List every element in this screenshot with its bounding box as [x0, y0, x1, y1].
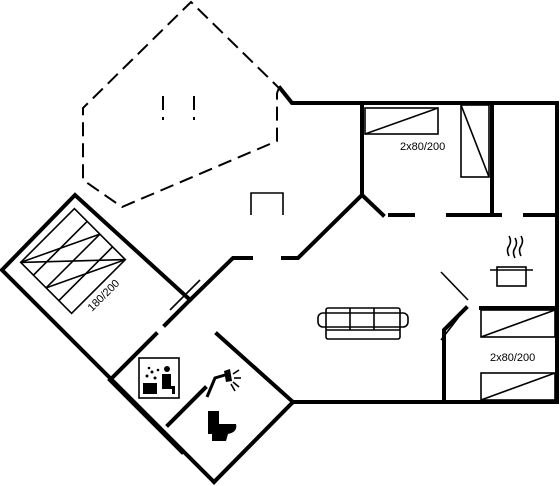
- cooking-pot-icon: [490, 235, 533, 287]
- sauna-icon: [138, 357, 180, 399]
- bed-icon: [19, 207, 127, 315]
- shower-icon: [205, 369, 241, 398]
- exterior-walls: [0, 85, 559, 485]
- interior-walls: [107, 103, 559, 455]
- terrace-outline: [82, 0, 281, 209]
- bed-label-left: 180/200: [86, 278, 123, 315]
- bed-icon: [480, 309, 556, 338]
- bed-icon: [364, 107, 439, 135]
- bed-icon: [460, 104, 490, 178]
- fireplace: [250, 192, 284, 215]
- bed-label-lower-right: 2x80/200: [490, 352, 535, 364]
- kitchen-lines: [440, 271, 469, 341]
- sofa-icon: [317, 307, 409, 340]
- toilet-icon: [208, 411, 237, 441]
- bed-label-upper-right: 2x80/200: [400, 141, 445, 153]
- bed-icon: [480, 372, 556, 401]
